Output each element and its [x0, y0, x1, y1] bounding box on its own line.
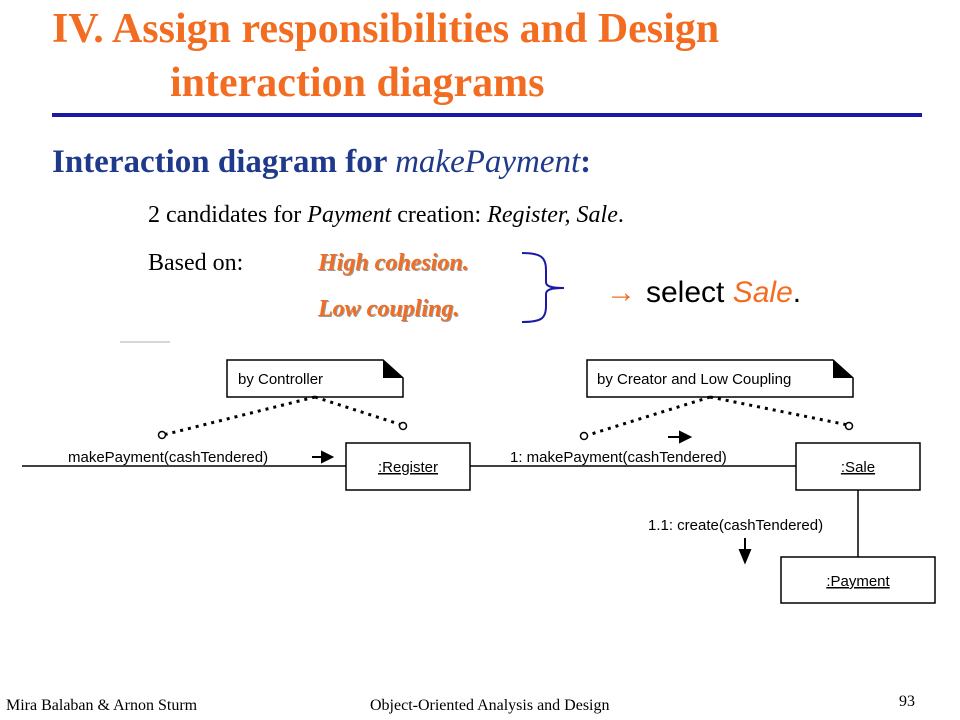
based-on-label: Based on: [148, 250, 244, 276]
object-register-label: :Register [378, 459, 438, 476]
object-sale: :Sale [795, 442, 921, 491]
right-arrow-icon: → [606, 276, 636, 309]
candidates-prefix: 2 candidates for [148, 202, 308, 228]
conclusion-choice: Sale [732, 276, 793, 309]
footer-course: Object-Oriented Analysis and Design [370, 697, 610, 714]
note-by-creator: by Creator and Low Coupling [586, 359, 854, 398]
note-right-connector-a [584, 395, 711, 438]
candidates-list: Register, Sale [487, 202, 618, 228]
message-1-arrow-icon [668, 430, 693, 444]
connector-end-circle [398, 421, 408, 431]
note-left-connector-a [162, 395, 316, 437]
footer-authors: Mira Balaban & Arnon Sturm [6, 697, 198, 714]
criterion-low-coupling: Low coupling. [318, 296, 460, 322]
message-1-1-label: 1.1: create(cashTendered) [648, 517, 823, 534]
incoming-message-arrow-icon [312, 450, 335, 464]
note-by-creator-text: by Creator and Low Coupling [597, 371, 791, 388]
title-underline [52, 113, 922, 117]
note-right-connector-b [709, 395, 849, 427]
title-line-2: interaction diagrams [170, 60, 545, 106]
object-payment-label: :Payment [826, 573, 890, 590]
candidates-middle: creation: [391, 202, 488, 228]
message-1-1-arrow-icon [738, 538, 752, 565]
heading-suffix: : [580, 144, 592, 180]
candidates-class: Payment [307, 202, 392, 228]
candidates-line: 2 candidates for Payment creation: Regis… [148, 200, 624, 230]
right-brace-icon [521, 252, 565, 323]
conclusion-end: . [792, 276, 802, 309]
object-sale-label: :Sale [841, 459, 875, 476]
connector-end-circle [157, 430, 167, 440]
connector-end-circle [844, 421, 854, 431]
page-number: 93 [899, 693, 915, 710]
section-heading: Interaction diagram for makePayment: [52, 140, 591, 184]
heading-prefix: Interaction diagram for [52, 144, 396, 180]
criterion-high-cohesion: High cohesion. [318, 250, 469, 276]
object-register: :Register [345, 442, 471, 491]
title-line-1: IV. Assign responsibilities and Design [52, 6, 720, 52]
conclusion-text: select [646, 276, 733, 309]
message-1-label: 1: makePayment(cashTendered) [510, 449, 727, 466]
note-by-controller: by Controller [226, 359, 404, 398]
note-left-connector-b [314, 395, 403, 427]
connector-end-circle [579, 431, 589, 441]
slide-title: IV. Assign responsibilities and Design i… [52, 2, 719, 110]
note-by-controller-text: by Controller [238, 371, 323, 388]
candidates-end: . [617, 202, 624, 228]
conclusion: → select Sale. [606, 275, 801, 311]
heading-method: makePayment [395, 144, 581, 180]
incoming-message-label: makePayment(cashTendered) [68, 449, 268, 466]
collaboration-diagram: by Controller by Creator and Low Couplin… [22, 341, 936, 604]
object-payment: :Payment [780, 556, 936, 604]
